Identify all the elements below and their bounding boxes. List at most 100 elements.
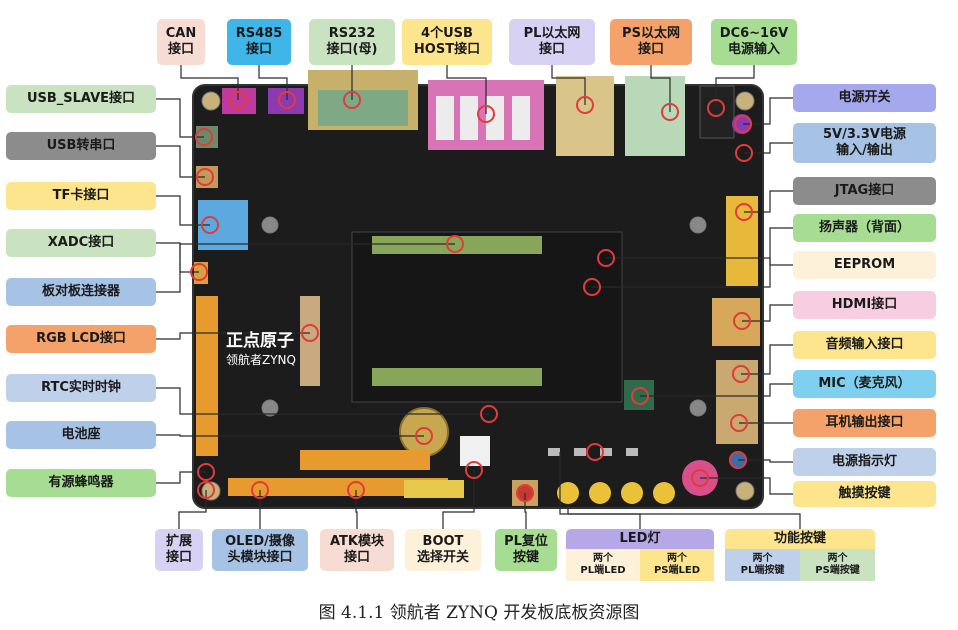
leader-expansion xyxy=(178,490,207,529)
leader-rs485 xyxy=(258,65,288,100)
tf-card-label: TF卡接口 xyxy=(6,182,156,210)
marker-audio-in xyxy=(732,365,750,383)
boot-switch xyxy=(460,436,490,466)
marker-headphone xyxy=(730,414,748,432)
usb-slave-label: USB_SLAVE接口 xyxy=(6,85,156,113)
power-led-label: 电源指示灯 xyxy=(793,448,936,476)
dc-jack xyxy=(699,85,735,139)
touch-key-label: 触摸按键 xyxy=(793,481,936,507)
xadc-label: XADC接口 xyxy=(6,229,156,257)
leader-pl-reset xyxy=(524,493,527,529)
rs485-label: RS485 接口 xyxy=(227,19,291,65)
mic-label: MIC（麦克风） xyxy=(793,370,936,398)
dc-in-label: DC6~16V 电源输入 xyxy=(711,19,797,65)
leader-battery xyxy=(156,434,424,437)
atk-module-header xyxy=(404,480,464,498)
leader-ps-eth xyxy=(650,65,671,112)
marker-ps-eth xyxy=(661,103,679,121)
power-switch-label: 电源开关 xyxy=(793,84,936,112)
speaker-label: 扬声器（背面） xyxy=(793,214,936,242)
marker-jtag xyxy=(735,203,753,221)
marker-buzzer xyxy=(197,463,215,481)
marker-power-io xyxy=(735,144,753,162)
leader-boot xyxy=(442,470,475,529)
leader-power-led xyxy=(738,459,793,463)
marker-usb-slave xyxy=(195,128,213,146)
headphone-label: 耳机输出接口 xyxy=(793,409,936,437)
audio-in-label: 音频输入接口 xyxy=(793,331,936,359)
marker-mic xyxy=(631,387,649,405)
marker-atk-module xyxy=(347,481,365,499)
target-markers xyxy=(190,91,753,502)
marker-touch-key xyxy=(691,469,709,487)
oled-cam-label: OLED/摄像 头模块接口 xyxy=(212,529,308,571)
leader-b2b xyxy=(156,243,455,293)
leader-usb-host xyxy=(446,65,487,114)
marker-can xyxy=(229,91,247,109)
marker-battery xyxy=(415,427,433,445)
led_group-right: 两个 PS端LED xyxy=(640,549,714,581)
marker-oled-cam xyxy=(251,481,269,499)
leader-touch-key xyxy=(700,477,793,495)
leader-mic xyxy=(640,383,793,397)
marker-rs485 xyxy=(278,91,296,109)
marker-usb-host xyxy=(477,105,495,123)
leader-usb-slave xyxy=(156,98,204,138)
usb-uart-part xyxy=(196,166,218,188)
left-header xyxy=(196,296,218,456)
leader-rtc xyxy=(156,387,489,415)
can-label: CAN 接口 xyxy=(157,19,205,65)
leader-dc-in xyxy=(715,65,755,108)
leader-usb-uart xyxy=(156,145,205,178)
key_group-title: 功能按键 xyxy=(725,529,875,549)
led-parts xyxy=(548,448,638,456)
pl-reset-label: PL复位 按键 xyxy=(495,529,557,571)
ps-eth-connector xyxy=(625,76,685,156)
eeprom-label: EEPROM xyxy=(793,251,936,279)
marker-rgb-lcd xyxy=(301,324,319,342)
marker-pl-eth xyxy=(576,96,594,114)
hdmi-label: HDMI接口 xyxy=(793,291,936,319)
leader-pl-eth xyxy=(551,65,586,105)
leader-audio-in xyxy=(741,344,793,375)
led_group-left: 两个 PL端LED xyxy=(566,549,640,581)
oled-header xyxy=(300,450,430,470)
marker-expansion xyxy=(197,481,215,499)
function-buttons xyxy=(557,482,675,504)
marker-pl-reset xyxy=(516,484,534,502)
leader-power-io xyxy=(744,142,793,154)
pl-eth-label: PL以太网 接口 xyxy=(509,19,595,65)
b2b-label: 板对板连接器 xyxy=(6,278,156,306)
expansion-label: 扩展 接口 xyxy=(155,529,203,571)
key_group-left: 两个 PL端按键 xyxy=(725,549,800,581)
marker-boot xyxy=(465,461,483,479)
board-brand-text: 正点原子 领航者ZYNQ xyxy=(226,326,296,368)
rs232-label: RS232 接口(母) xyxy=(309,19,395,65)
usb-host-label: 4个USB HOST接口 xyxy=(402,19,492,65)
leader-tf-card xyxy=(156,195,210,226)
leader-jtag xyxy=(744,190,793,213)
power-io-label: 5V/3.3V电源 输入/输出 xyxy=(793,123,936,163)
rtc-label: RTC实时时钟 xyxy=(6,374,156,402)
jtag-label: JTAG接口 xyxy=(793,177,936,205)
marker-usb-uart xyxy=(196,168,214,186)
marker-rs232 xyxy=(343,91,361,109)
marker-hdmi xyxy=(733,312,751,330)
marker-led xyxy=(586,443,604,461)
marker-rtc xyxy=(480,405,498,423)
marker-speaker xyxy=(583,278,601,296)
leader-keys xyxy=(567,504,801,529)
marker-b2b xyxy=(446,235,464,253)
marker-xadc xyxy=(190,263,208,281)
marker-power-led xyxy=(729,451,747,469)
leader-rgb-lcd xyxy=(156,332,310,340)
buzzer-label: 有源蜂鸣器 xyxy=(6,469,156,497)
battery-holder xyxy=(399,407,449,457)
marker-eeprom xyxy=(597,249,615,267)
marker-dc-in xyxy=(707,99,725,117)
usb-slave-part xyxy=(196,126,218,148)
b2b-connector-top xyxy=(372,236,542,254)
b2b-connector-bottom xyxy=(372,368,542,386)
leader-atk-module xyxy=(355,490,358,529)
